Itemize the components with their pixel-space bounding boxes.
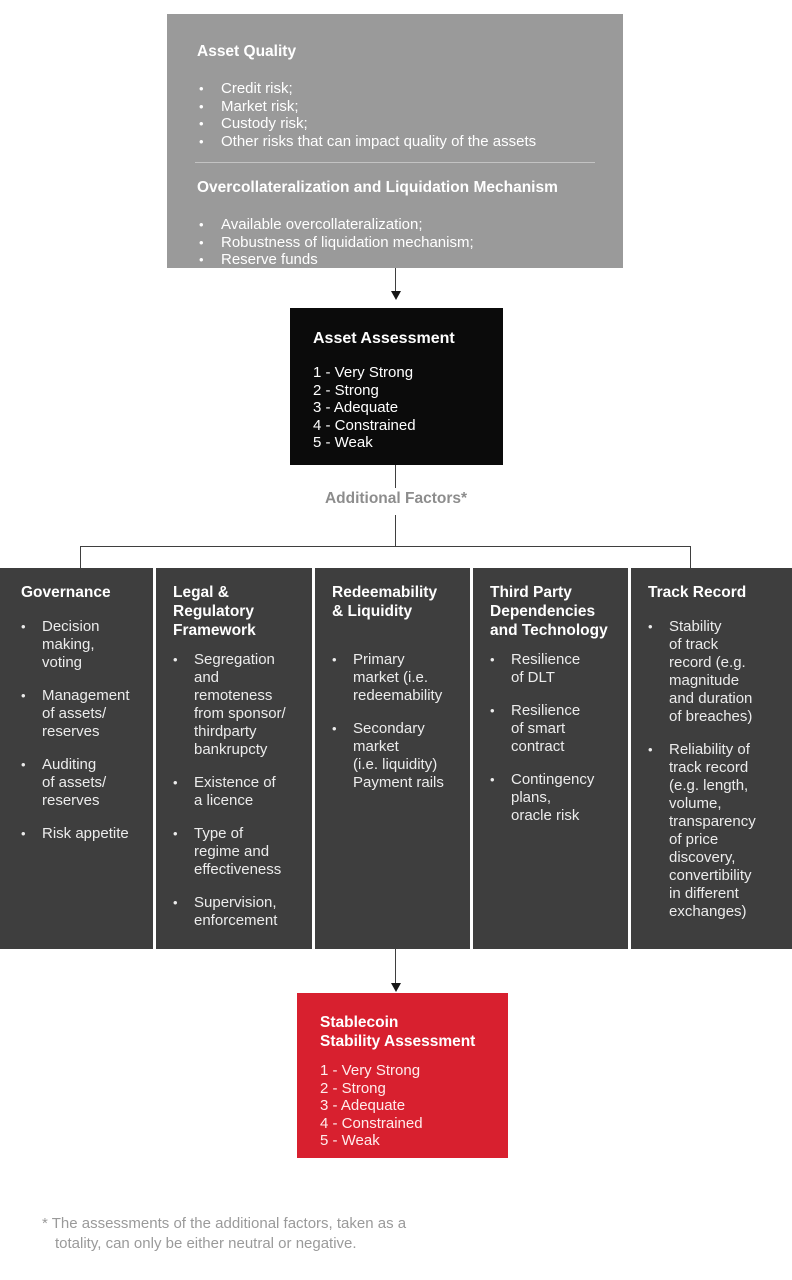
asset-assessment-scale: 1 - Very Strong 2 - Strong 3 - Adequate … xyxy=(313,364,493,452)
bullet-icon: • xyxy=(490,652,495,667)
factor-column-third-party-technology: Third Party Dependencies and Technology … xyxy=(473,568,628,949)
connector-line xyxy=(395,465,396,488)
bullet-icon: • xyxy=(21,619,26,634)
factor-item: •Contingency plans, oracle risk xyxy=(490,771,595,824)
arrow-down-icon xyxy=(391,983,401,992)
factor-column-legal-regulatory: Legal & Regulatory Framework •Segregatio… xyxy=(156,568,312,949)
stablecoin-assessment-title: Stablecoin Stability Assessment xyxy=(320,1014,476,1050)
scale-item: 3 - Adequate xyxy=(313,399,399,416)
bullet-icon: • xyxy=(21,688,26,703)
bullet-icon: • xyxy=(173,775,178,790)
column-list: •Stability of track record (e.g. magnitu… xyxy=(648,618,786,921)
scale-item: 1 - Very Strong xyxy=(320,1062,421,1079)
bullet-icon: • xyxy=(199,133,204,149)
factor-item: •Auditing of assets/ reserves xyxy=(21,756,107,809)
asset-assessment-box: Asset Assessment 1 - Very Strong 2 - Str… xyxy=(290,308,503,465)
bullet-icon: • xyxy=(173,652,178,667)
factor-column-governance: Governance •Decision making, voting •Man… xyxy=(0,568,153,949)
factor-item: •Resilience of smart contract xyxy=(490,702,581,755)
scale-item: 4 - Constrained xyxy=(313,416,416,434)
column-title: Track Record xyxy=(648,584,747,601)
scale-item: 2 - Strong xyxy=(320,1079,386,1097)
bullet-icon: • xyxy=(21,826,26,841)
list-item: •Reserve funds xyxy=(199,251,318,268)
connector-line xyxy=(80,546,691,547)
column-title: Third Party Dependencies and Technology xyxy=(490,584,608,639)
bullet-icon: • xyxy=(490,703,495,718)
footnote: * The assessments of the additional fact… xyxy=(42,1215,407,1252)
scale-item: 3 - Adequate xyxy=(320,1097,406,1114)
bullet-icon: • xyxy=(332,652,337,667)
stablecoin-assessment-scale: 1 - Very Strong 2 - Strong 3 - Adequate … xyxy=(320,1062,500,1150)
connector-line xyxy=(690,546,691,568)
factor-column-track-record: Track Record •Stability of track record … xyxy=(631,568,792,949)
factor-item: •Supervision, enforcement xyxy=(173,894,278,929)
factor-item: •Risk appetite xyxy=(21,825,129,842)
scale-item: 2 - Strong xyxy=(313,381,379,399)
section-divider xyxy=(195,162,595,163)
factor-item: •Resilience of DLT xyxy=(490,651,581,686)
connector-line xyxy=(80,546,81,568)
list-item: •Available overcollateralization; xyxy=(199,216,423,233)
factor-item: •Existence of a licence xyxy=(173,774,276,809)
scale-item: 5 - Weak xyxy=(313,434,373,451)
factor-item: •Stability of track record (e.g. magnitu… xyxy=(648,618,753,725)
column-list: •Decision making, voting •Management of … xyxy=(21,618,147,843)
column-list: •Segregation and remoteness from sponsor… xyxy=(173,651,306,930)
bullet-icon: • xyxy=(21,757,26,772)
column-title: Redeemability & Liquidity xyxy=(332,584,438,620)
bullet-icon: • xyxy=(490,772,495,787)
bullet-icon: • xyxy=(173,895,178,910)
factor-item: •Type of regime and effectiveness xyxy=(173,825,282,878)
scale-item: 1 - Very Strong xyxy=(313,364,414,381)
list-item: •Custody risk; xyxy=(199,115,308,132)
bullet-icon: • xyxy=(199,234,204,250)
column-list: •Primary market (i.e. redeemability •Sec… xyxy=(332,651,464,792)
factor-item: •Management of assets/ reserves xyxy=(21,687,130,740)
column-title: Legal & Regulatory Framework xyxy=(173,584,256,639)
column-title: Governance xyxy=(21,584,111,601)
factor-column-redeemability-liquidity: Redeemability & Liquidity •Primary marke… xyxy=(315,568,470,949)
arrow-down-icon xyxy=(391,291,401,300)
connector-line xyxy=(395,515,396,546)
asset-quality-list: •Credit risk; •Market risk; •Custody ris… xyxy=(195,80,595,150)
factor-item: •Secondary market (i.e. liquidity) Payme… xyxy=(332,720,444,791)
factor-item: •Segregation and remoteness from sponsor… xyxy=(173,651,286,758)
overcollateralization-list: •Available overcollateralization; •Robus… xyxy=(195,216,595,269)
asset-quality-box: Asset Quality •Credit risk; •Market risk… xyxy=(167,14,623,268)
scale-item: 4 - Constrained xyxy=(320,1114,423,1132)
list-item: •Credit risk; xyxy=(199,80,293,97)
bullet-icon: • xyxy=(199,98,204,114)
list-item: •Robustness of liquidation mechanism; xyxy=(199,233,474,251)
bullet-icon: • xyxy=(648,619,653,634)
scale-item: 5 - Weak xyxy=(320,1132,380,1149)
bullet-icon: • xyxy=(173,826,178,841)
bullet-icon: • xyxy=(332,721,337,736)
factor-item: •Reliability of track record (e.g. lengt… xyxy=(648,741,756,920)
bullet-icon: • xyxy=(199,116,204,131)
factor-item: •Primary market (i.e. redeemability xyxy=(332,651,443,704)
list-item: •Market risk; xyxy=(199,97,299,115)
asset-assessment-title: Asset Assessment xyxy=(313,330,455,347)
bullet-icon: • xyxy=(199,217,204,232)
overcollateralization-title: Overcollateralization and Liquidation Me… xyxy=(197,179,558,196)
column-list: •Resilience of DLT •Resilience of smart … xyxy=(490,651,622,825)
bullet-icon: • xyxy=(199,81,204,96)
connector-line xyxy=(395,268,396,292)
stablecoin-stability-assessment-box: Stablecoin Stability Assessment 1 - Very… xyxy=(297,993,508,1158)
bullet-icon: • xyxy=(199,252,204,267)
asset-quality-title: Asset Quality xyxy=(197,43,297,60)
connector-line xyxy=(395,949,396,984)
additional-factors-label: Additional Factors* xyxy=(324,490,468,507)
list-item: •Other risks that can impact quality of … xyxy=(199,132,537,150)
bullet-icon: • xyxy=(648,742,653,757)
factor-item: •Decision making, voting xyxy=(21,618,100,671)
